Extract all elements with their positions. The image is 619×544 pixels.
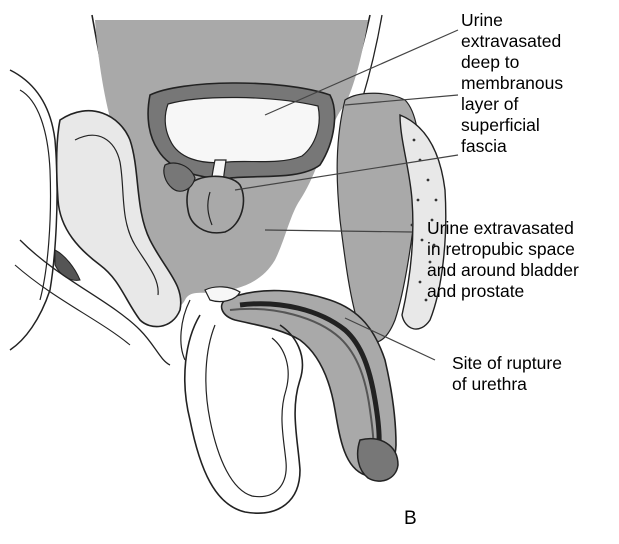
- prostate: [187, 176, 244, 232]
- scrotum: [185, 315, 303, 513]
- label-deep-fascia: Urine extravasated deep to membranous la…: [461, 10, 563, 157]
- label-line: layer of: [461, 94, 563, 115]
- label-line: Urine: [461, 10, 563, 31]
- label-line: and prostate: [427, 281, 579, 302]
- sacrum-outline-inner: [20, 90, 51, 300]
- label-line: of urethra: [452, 374, 562, 395]
- label-line: Site of rupture: [452, 353, 562, 374]
- testis-line: [181, 300, 190, 360]
- label-line: membranous: [461, 73, 563, 94]
- label-line: fascia: [461, 136, 563, 157]
- label-rupture: Site of rupture of urethra: [452, 353, 562, 395]
- label-retropubic: Urine extravasated in retropubic space a…: [427, 218, 579, 302]
- figure-letter: B: [404, 508, 417, 530]
- coccyx-dark: [55, 250, 80, 280]
- label-line: extravasated: [461, 31, 563, 52]
- label-line: Urine extravasated: [427, 218, 579, 239]
- label-line: superficial: [461, 115, 563, 136]
- label-line: and around bladder: [427, 260, 579, 281]
- label-line: deep to: [461, 52, 563, 73]
- label-line: in retropubic space: [427, 239, 579, 260]
- scrotum-inner: [206, 325, 288, 497]
- bladder-lumen: [165, 97, 319, 162]
